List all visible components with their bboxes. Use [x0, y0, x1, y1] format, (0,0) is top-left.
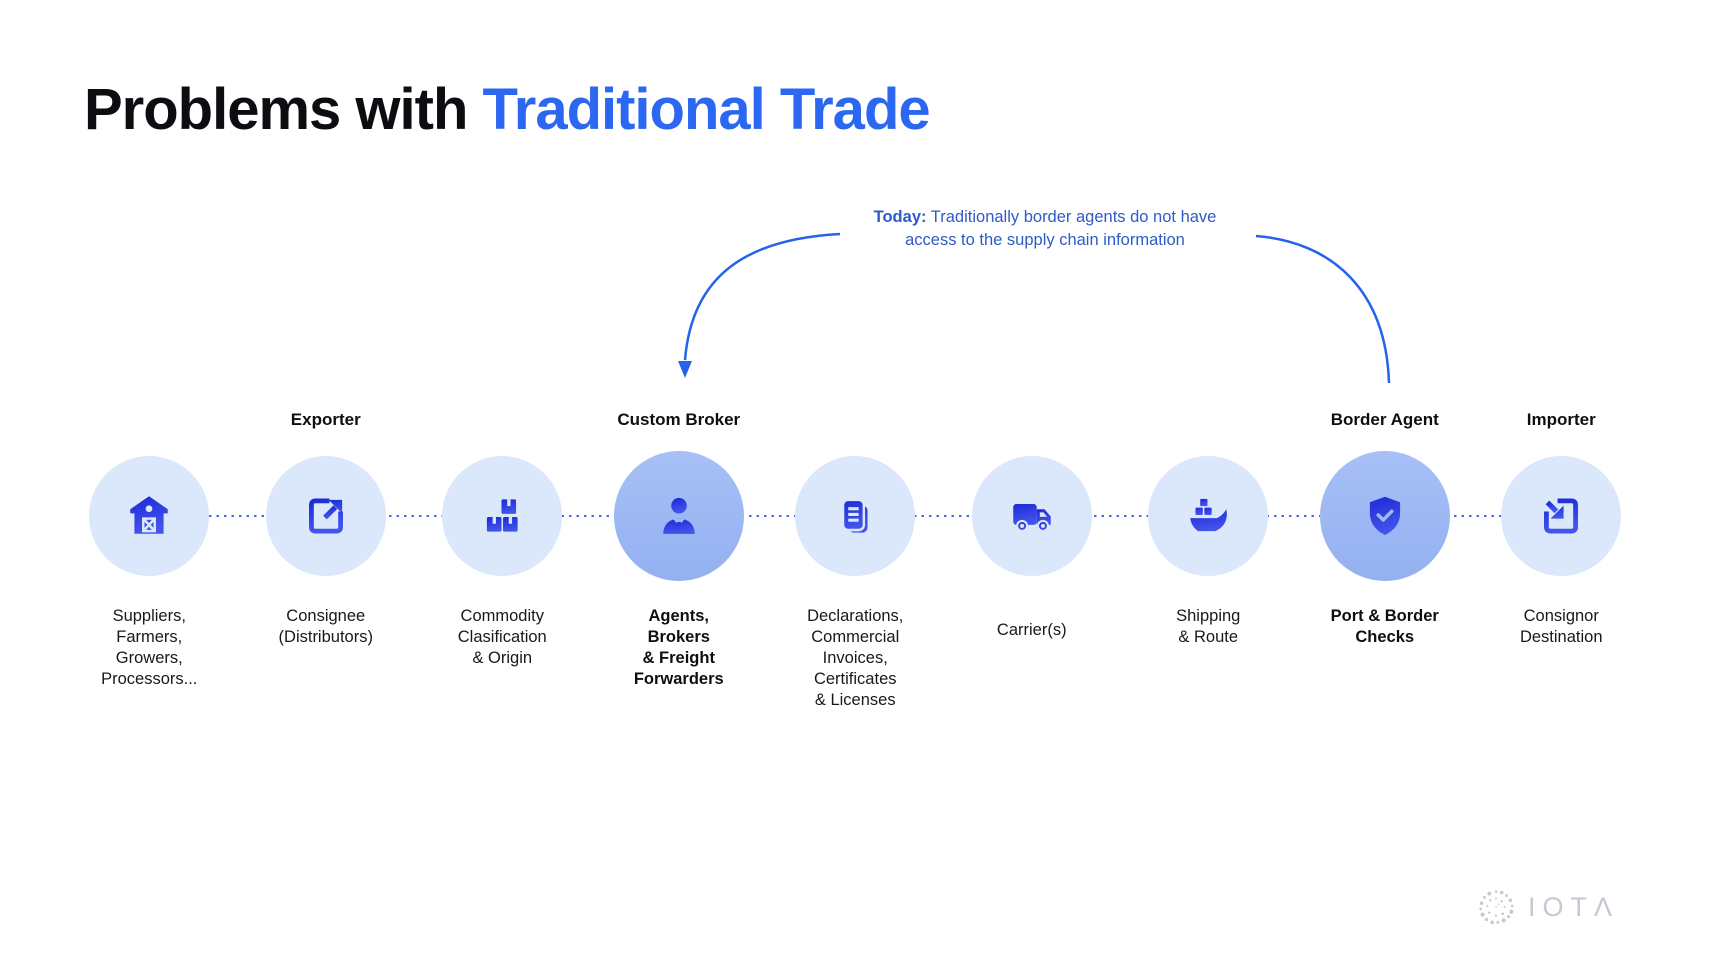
- supply-chain-flow: Suppliers, Farmers, Growers, Processors.…: [61, 403, 1650, 711]
- role-label-border-agent: Border Agent: [1330, 410, 1439, 429]
- export-icon: [308, 498, 343, 534]
- left-curve-arrow: [683, 232, 841, 361]
- node-circle-highlighted: [613, 451, 744, 581]
- node-circle: [1148, 456, 1269, 576]
- page-title: Problems with Traditional Trade: [84, 76, 931, 143]
- node-caption: Shipping & Route: [1176, 607, 1241, 646]
- iota-logo: IOTΛ: [1473, 884, 1619, 930]
- barn-icon: [130, 496, 168, 534]
- role-label-exporter: Exporter: [290, 410, 361, 429]
- iota-tangle-icon: [1479, 890, 1514, 925]
- annotation-emphasis: Today:: [873, 208, 927, 226]
- node-circle: [89, 456, 210, 576]
- node-caption: Declarations, Commercial Invoices, Certi…: [807, 607, 904, 709]
- flow-node-port-border: Border Agent Port & Border Checks: [1297, 403, 1474, 711]
- import-icon: [1544, 498, 1579, 534]
- flow-node-consignor: Importer Consignor Destination: [1473, 403, 1650, 711]
- annotation-line2: access to the supply chain information: [905, 231, 1185, 249]
- iota-wordmark: IOTΛ: [1528, 891, 1620, 922]
- node-circle: [442, 456, 563, 576]
- documents-icon: [842, 498, 868, 533]
- node-caption: Carrier(s): [996, 621, 1067, 639]
- right-curve: [1255, 234, 1391, 384]
- flow-node-agents: Custom Broker Agents, Brokers & Freight …: [591, 403, 768, 711]
- node-circle: [971, 456, 1092, 576]
- person-tie-icon: [663, 497, 695, 534]
- node-circle: [795, 456, 916, 576]
- node-caption: Port & Border Checks: [1330, 607, 1439, 646]
- boxes-icon: [487, 499, 518, 532]
- flow-node-suppliers: Suppliers, Farmers, Growers, Processors.…: [61, 403, 238, 711]
- flow-node-carrier: Carrier(s): [944, 403, 1121, 711]
- node-circle: [265, 456, 386, 576]
- shield-check-icon: [1369, 496, 1400, 535]
- flow-node-shipping: Shipping & Route: [1120, 403, 1297, 711]
- node-caption: Consignor Destination: [1519, 607, 1603, 646]
- node-caption: Suppliers, Farmers, Growers, Processors.…: [101, 607, 198, 688]
- node-caption: Consignee (Distributors): [278, 607, 373, 646]
- role-label-custom-broker: Custom Broker: [617, 410, 741, 429]
- node-caption: Agents, Brokers & Freight Forwarders: [633, 607, 724, 688]
- annotation-note: Today: Traditionally border agents do no…: [845, 206, 1245, 252]
- node-circle: [1501, 456, 1622, 576]
- page-title-highlight: Traditional Trade: [482, 77, 931, 142]
- flow-node-declarations: Declarations, Commercial Invoices, Certi…: [767, 403, 944, 711]
- truck-icon: [1013, 504, 1051, 532]
- flow-node-consignee: Exporter Consignee (Distributors): [238, 403, 415, 711]
- role-label-importer: Importer: [1526, 410, 1596, 429]
- annotation-line1: Traditionally border agents do not have: [926, 208, 1217, 226]
- arrowhead-icon: [678, 361, 692, 378]
- node-caption: Commodity Clasification & Origin: [457, 607, 547, 667]
- node-circle-highlighted: [1319, 451, 1450, 581]
- flow-node-commodity: Commodity Clasification & Origin: [414, 403, 591, 711]
- page-title-prefix: Problems with: [84, 77, 483, 142]
- ship-icon: [1190, 498, 1228, 532]
